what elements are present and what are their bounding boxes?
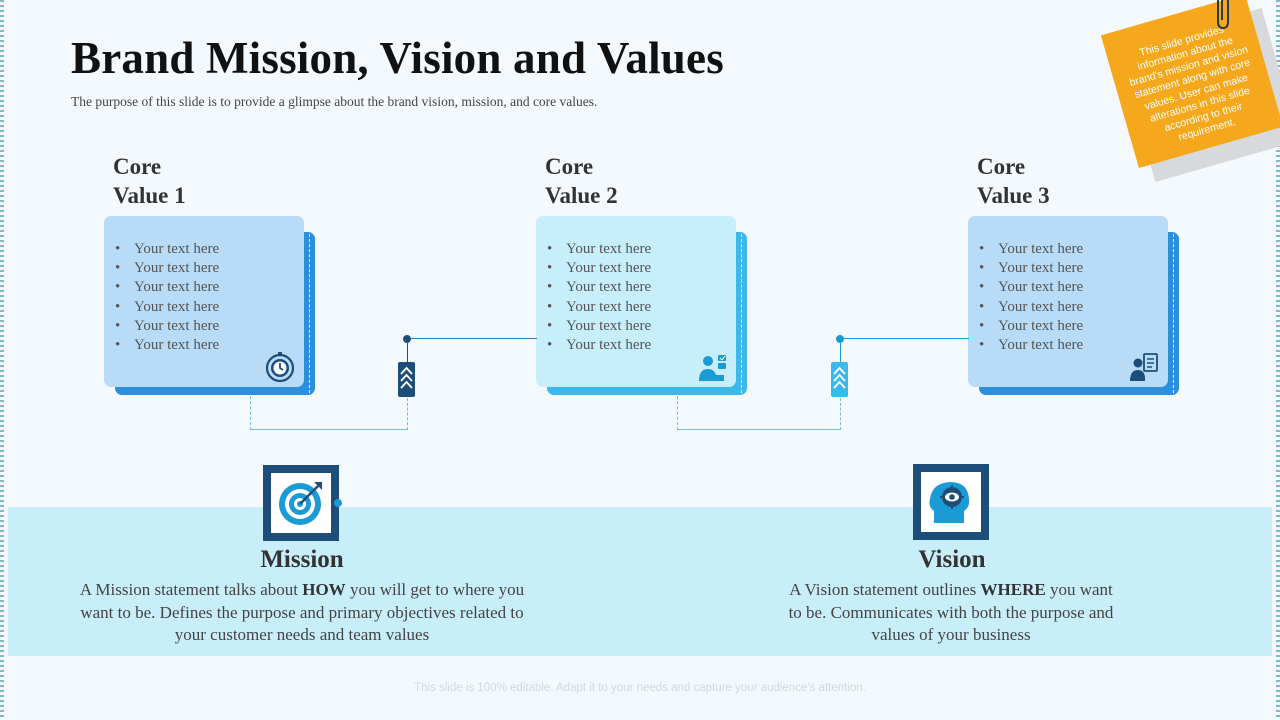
core-value-1-label-line2: Value 1: [113, 183, 186, 208]
connector-1-link: [407, 338, 537, 339]
core-value-1-card: Your text here Your text here Your text …: [104, 216, 310, 393]
list-item: Your text here: [979, 259, 1158, 278]
connector-2-dot: [836, 335, 844, 343]
left-edge-decoration: [0, 0, 4, 720]
right-edge-decoration: [1276, 0, 1280, 720]
mission-vision-band: [8, 507, 1272, 656]
person-laptop-icon: [699, 355, 726, 381]
list-item: Your text here: [979, 278, 1158, 297]
core-value-3-card: Your text here Your text here Your text …: [968, 216, 1174, 393]
slide-footer: This slide is 100% editable. Adapt it to…: [414, 682, 866, 694]
list-item: Your text here: [115, 278, 294, 297]
list-item: Your text here: [979, 336, 1158, 355]
list-item: Your text here: [115, 336, 294, 355]
connector-1-stem: [407, 343, 408, 363]
vision-text-end: you want to be. Communicates with both t…: [788, 580, 1114, 644]
head-gear-icon: [929, 482, 970, 523]
sticky-note: This slide provides information about th…: [1100, 0, 1280, 182]
list-item: Your text here: [115, 240, 294, 259]
core-value-2-label-line1: Core: [545, 154, 594, 179]
mission-text-end: you will get to where you want to be. De…: [80, 580, 525, 644]
core-value-2-list: Your text here Your text here Your text …: [547, 240, 726, 355]
list-item: Your text here: [979, 298, 1158, 317]
mission-icon-dot: [334, 499, 342, 507]
target-icon: [279, 482, 322, 525]
list-item: Your text here: [115, 317, 294, 336]
chevron-up-icon: [831, 362, 848, 397]
mission-icon-frame: [271, 473, 331, 533]
list-item: Your text here: [115, 259, 294, 278]
list-item: Your text here: [115, 298, 294, 317]
mission-text: A Mission statement talks about HOW you …: [72, 579, 532, 647]
list-item: Your text here: [547, 240, 726, 259]
slide-subtitle: The purpose of this slide is to provide …: [71, 94, 598, 109]
vision-text: A Vision statement outlines WHERE you wa…: [782, 579, 1120, 647]
core-value-1-label-line1: Core: [113, 154, 162, 179]
connector-1-drop: [250, 396, 251, 430]
connector-1-rise: [407, 398, 408, 430]
core-value-3-label: Core Value 3: [977, 152, 1050, 210]
core-value-2-card: Your text here Your text here Your text …: [536, 216, 742, 393]
list-item: Your text here: [547, 298, 726, 317]
list-item: Your text here: [547, 336, 726, 355]
connector-1-base: [250, 429, 408, 430]
connector-1-dot: [403, 335, 411, 343]
list-item: Your text here: [979, 240, 1158, 259]
mission-icon-box: [263, 465, 339, 541]
list-item: Your text here: [547, 259, 726, 278]
stopwatch-icon: [265, 352, 295, 383]
connector-2-drop: [677, 396, 678, 430]
list-item: Your text here: [979, 317, 1158, 336]
list-item: Your text here: [547, 278, 726, 297]
core-value-3-label-line2: Value 3: [977, 183, 1050, 208]
mission-text-bold: HOW: [302, 580, 346, 599]
vision-icon-box: [913, 464, 989, 540]
list-item: Your text here: [547, 317, 726, 336]
mission-text-start: A Mission statement talks about: [79, 580, 303, 599]
connector-2-stem: [840, 343, 841, 363]
connector-2-rise: [840, 398, 841, 430]
core-value-3-label-line1: Core: [977, 154, 1026, 179]
chevron-up-icon: [398, 362, 415, 397]
vision-text-bold: WHERE: [980, 580, 1046, 599]
core-value-3-list: Your text here Your text here Your text …: [979, 240, 1158, 355]
core-value-2-label: Core Value 2: [545, 152, 618, 210]
vision-heading: Vision: [918, 546, 986, 573]
core-value-1-label: Core Value 1: [113, 152, 186, 210]
connector-2-base: [677, 429, 841, 430]
vision-text-start: A Vision statement outlines: [789, 580, 981, 599]
paperclip-icon: [1217, 0, 1229, 30]
mission-heading: Mission: [260, 546, 344, 573]
slide-title: Brand Mission, Vision and Values: [71, 33, 724, 83]
connector-2-link: [840, 338, 969, 339]
core-value-2-label-line2: Value 2: [545, 183, 618, 208]
core-value-1-list: Your text here Your text here Your text …: [115, 240, 294, 355]
person-checklist-icon: [1130, 353, 1158, 381]
vision-icon-frame: [921, 472, 981, 532]
